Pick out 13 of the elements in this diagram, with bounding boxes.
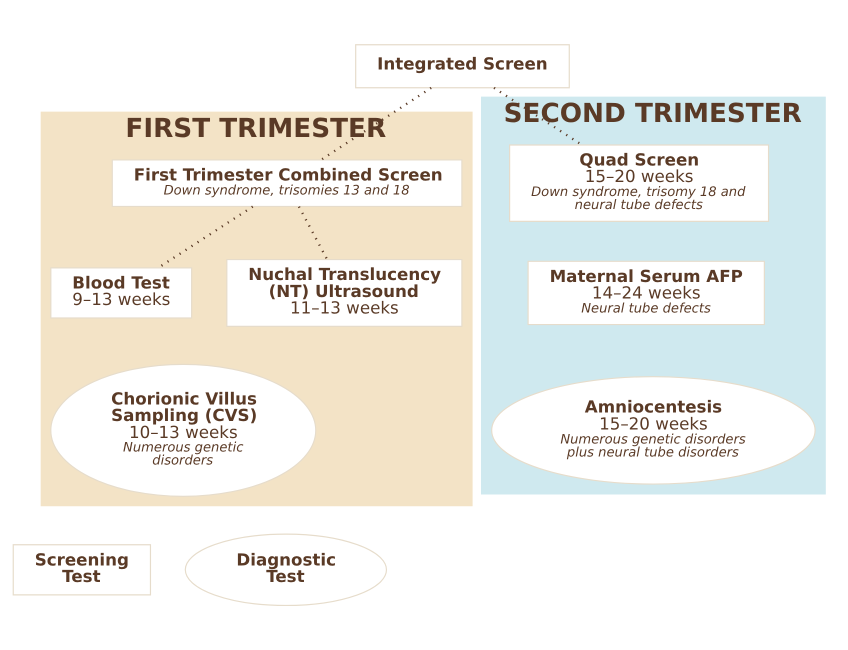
connector xyxy=(493,86,582,146)
node-ellipse: Diagnostic Test xyxy=(184,534,388,606)
node-box: Screening Test xyxy=(12,544,152,596)
node-box: Nuchal Translucency (NT) Ultrasound 11–13 weeks xyxy=(226,258,462,327)
node-box: Integrated Screen xyxy=(355,44,570,88)
node-box: Blood Test 9–13 weeks xyxy=(50,267,192,319)
node-box: Maternal Serum AFP 14–24 weeks Neural tube defects xyxy=(528,260,765,326)
connector xyxy=(320,86,432,161)
connector xyxy=(298,206,328,260)
node-ellipse: Amniocentesis 15–20 weeks Numerous genetic disorders plus neural tube disorders xyxy=(491,376,816,485)
node-ellipse: Chorionic Villus Sampling (CVS) 10–13 weeks Numerous genetic disorders xyxy=(50,364,316,497)
node-box: Quad Screen 15–20 weeks Down syndrome, trisomy 18 and neural tube defects xyxy=(509,144,770,222)
node-box: First Trimester Combined Screen Down syndrome, trisomies 13 and 18 xyxy=(112,159,462,208)
